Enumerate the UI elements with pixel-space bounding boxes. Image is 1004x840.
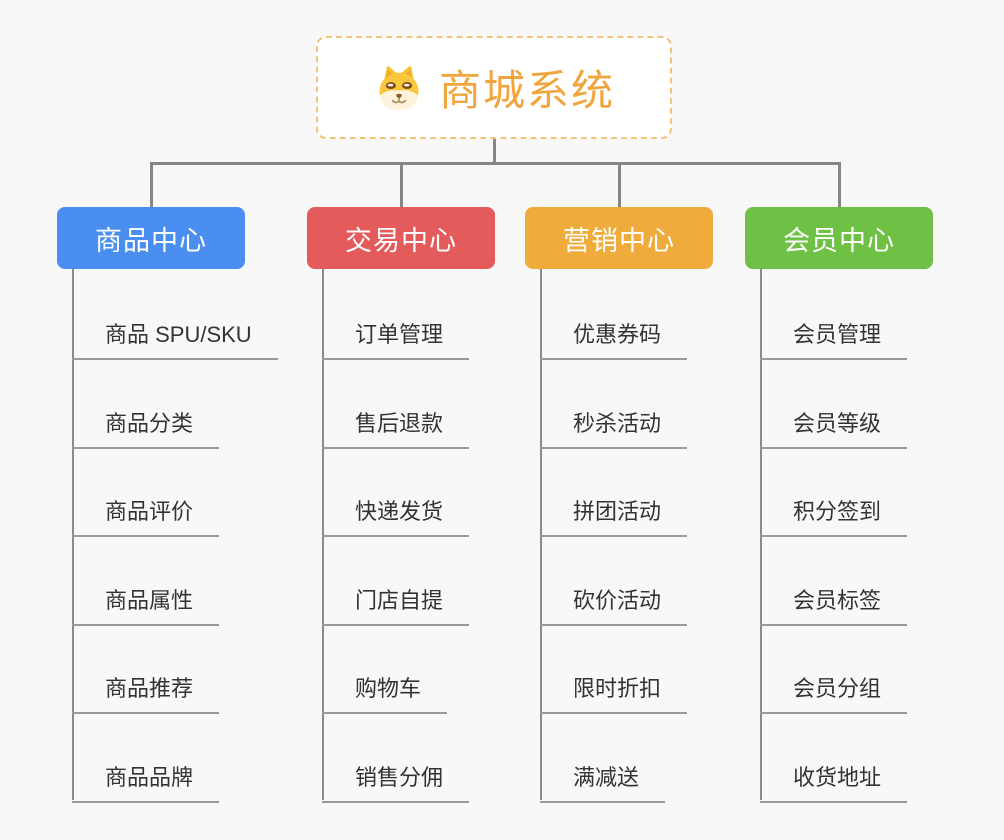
leaf-label: 满减送 bbox=[573, 765, 640, 790]
branch-node-3[interactable]: 营销中心 bbox=[525, 207, 713, 269]
leaf-node[interactable]: 商品属性 bbox=[72, 588, 220, 626]
leaf-label: 商品品牌 bbox=[105, 765, 194, 790]
leaf-node[interactable]: 商品推荐 bbox=[72, 676, 220, 714]
branch-spine-connector bbox=[72, 269, 74, 800]
branch-label: 商品中心 bbox=[95, 225, 207, 256]
drop-connector bbox=[837, 162, 841, 209]
leaf-node[interactable]: 积分签到 bbox=[760, 499, 908, 537]
root-stem-connector bbox=[493, 139, 496, 165]
leaf-node[interactable]: 商品分类 bbox=[72, 411, 220, 449]
leaf-node[interactable]: 门店自提 bbox=[322, 588, 470, 626]
leaf-label: 订单管理 bbox=[355, 322, 444, 347]
bus-connector bbox=[150, 162, 840, 165]
branch-spine-connector bbox=[322, 269, 324, 800]
leaf-label: 商品评价 bbox=[105, 499, 194, 524]
leaf-node[interactable]: 销售分佣 bbox=[322, 765, 470, 803]
leaf-label: 商品 SPU/SKU bbox=[105, 322, 252, 347]
leaf-label: 会员管理 bbox=[793, 322, 882, 347]
leaf-label: 积分签到 bbox=[793, 499, 882, 524]
leaf-node[interactable]: 收货地址 bbox=[760, 765, 908, 803]
leaf-label: 会员分组 bbox=[793, 676, 882, 701]
leaf-node[interactable]: 商品 SPU/SKU bbox=[72, 323, 278, 360]
leaf-label: 门店自提 bbox=[355, 588, 444, 613]
shiba-dog-icon bbox=[379, 65, 419, 110]
leaf-label: 砍价活动 bbox=[573, 588, 662, 613]
branch-node-4[interactable]: 会员中心 bbox=[745, 207, 933, 269]
leaf-node[interactable]: 商品品牌 bbox=[72, 765, 220, 803]
leaf-label: 收货地址 bbox=[793, 765, 882, 790]
leaf-label: 会员等级 bbox=[793, 411, 882, 436]
leaf-node[interactable]: 会员分组 bbox=[760, 676, 908, 714]
leaf-label: 购物车 bbox=[355, 676, 422, 701]
leaf-node[interactable]: 拼团活动 bbox=[540, 499, 688, 537]
leaf-node[interactable]: 限时折扣 bbox=[540, 676, 688, 714]
leaf-label: 限时折扣 bbox=[573, 676, 662, 701]
drop-connector bbox=[149, 162, 153, 209]
leaf-label: 售后退款 bbox=[355, 411, 444, 436]
leaf-node[interactable]: 会员等级 bbox=[760, 411, 908, 449]
leaf-node[interactable]: 订单管理 bbox=[322, 322, 470, 360]
branch-node-2[interactable]: 交易中心 bbox=[307, 207, 495, 269]
leaf-node[interactable]: 会员标签 bbox=[760, 588, 908, 626]
branch-spine-connector bbox=[760, 269, 762, 800]
branch-label: 交易中心 bbox=[345, 225, 457, 256]
leaf-node[interactable]: 砍价活动 bbox=[540, 588, 688, 626]
leaf-node[interactable]: 商品评价 bbox=[72, 499, 220, 537]
root-node[interactable]: 商城系统 bbox=[316, 36, 672, 139]
leaf-label: 秒杀活动 bbox=[573, 411, 662, 436]
leaf-node[interactable]: 快递发货 bbox=[322, 499, 470, 537]
leaf-label: 商品推荐 bbox=[105, 676, 194, 701]
leaf-label: 拼团活动 bbox=[573, 499, 662, 524]
leaf-label: 销售分佣 bbox=[355, 765, 444, 790]
leaf-label: 商品属性 bbox=[105, 588, 194, 613]
branch-label: 营销中心 bbox=[563, 225, 675, 256]
branch-label: 会员中心 bbox=[783, 225, 895, 256]
root-title: 商城系统 bbox=[438, 67, 615, 114]
leaf-node[interactable]: 购物车 bbox=[322, 676, 448, 714]
leaf-label: 商品分类 bbox=[105, 411, 194, 436]
leaf-node[interactable]: 优惠券码 bbox=[540, 322, 688, 360]
leaf-node[interactable]: 会员管理 bbox=[760, 322, 908, 360]
leaf-node[interactable]: 满减送 bbox=[540, 765, 666, 803]
branch-spine-connector bbox=[540, 269, 542, 800]
drop-connector bbox=[617, 162, 621, 209]
drop-connector bbox=[399, 162, 403, 209]
leaf-node[interactable]: 售后退款 bbox=[322, 411, 470, 449]
leaf-label: 会员标签 bbox=[793, 588, 882, 613]
leaf-label: 快递发货 bbox=[355, 499, 444, 524]
leaf-label: 优惠券码 bbox=[573, 322, 662, 347]
leaf-node[interactable]: 秒杀活动 bbox=[540, 411, 688, 449]
branch-node-1[interactable]: 商品中心 bbox=[57, 207, 245, 269]
